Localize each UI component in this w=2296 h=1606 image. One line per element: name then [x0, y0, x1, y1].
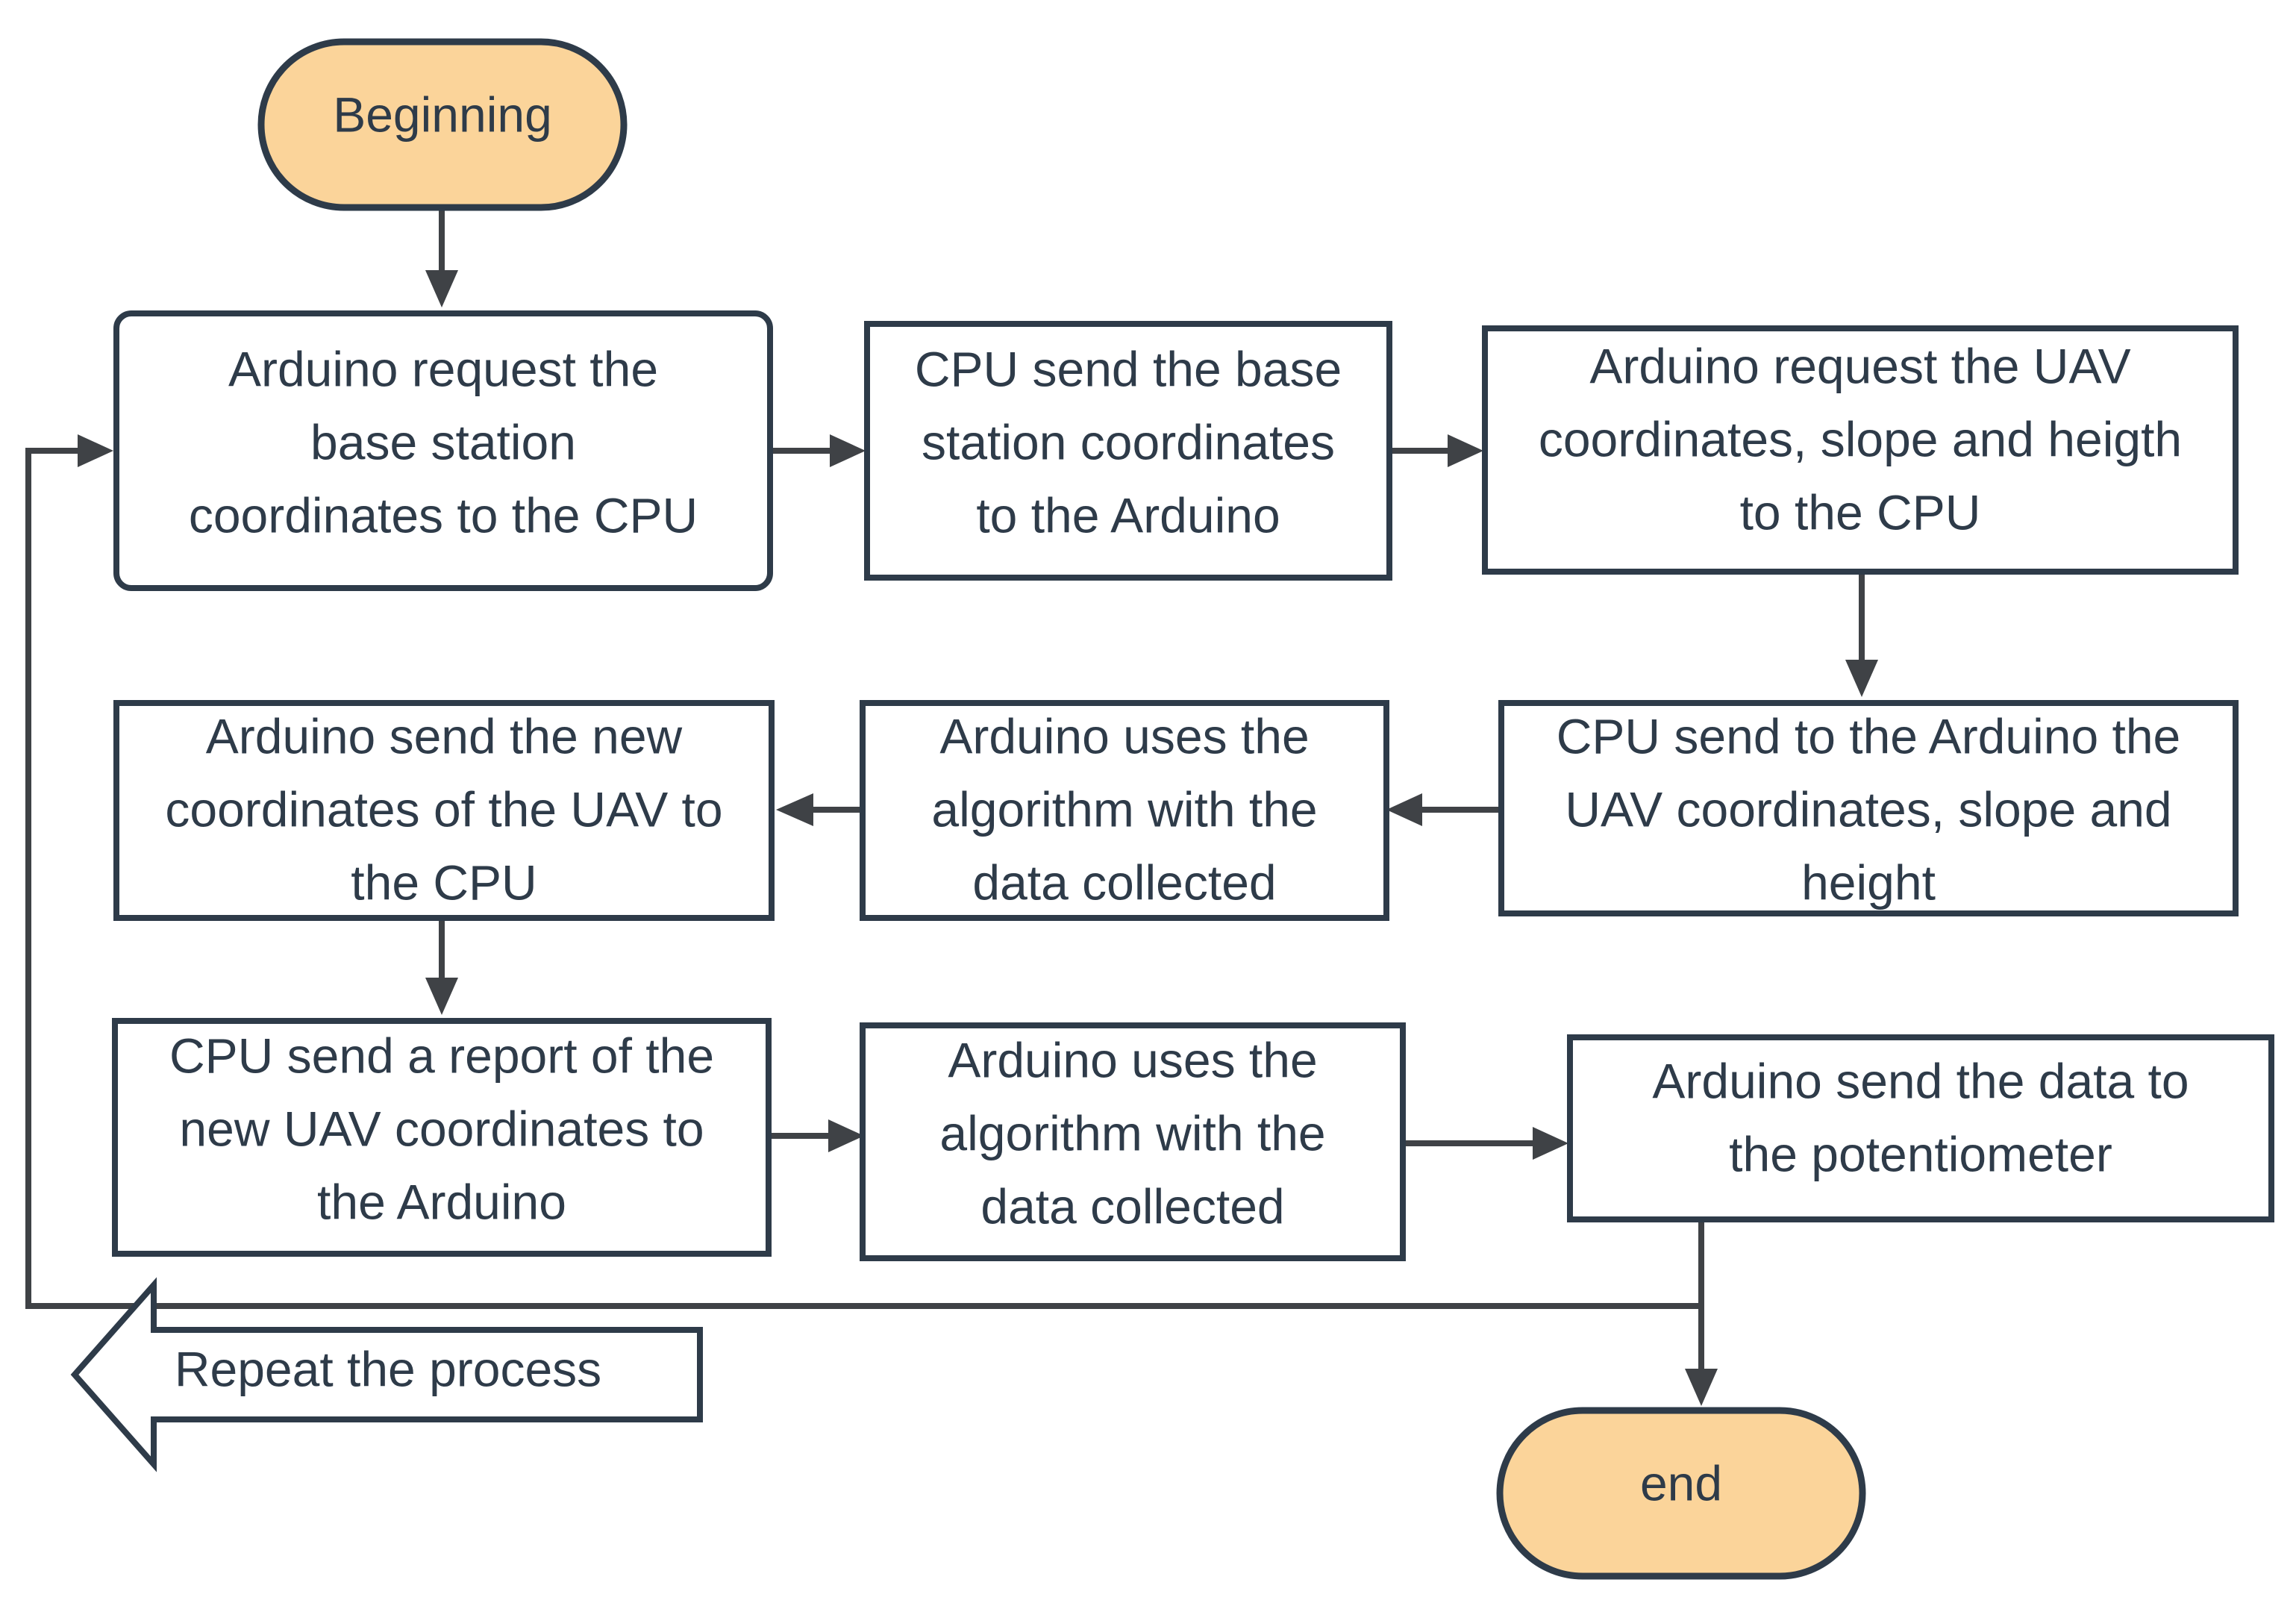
step-4-line-2: UAV coordinates, slope and — [1565, 781, 2171, 837]
step-7-box: CPU send a report of the new UAV coordin… — [112, 1018, 772, 1257]
arrowhead-left — [776, 793, 813, 826]
arrowhead-right — [830, 434, 866, 467]
step-7-line-3: the Arduino — [317, 1174, 566, 1229]
step-5-line-2: algorithm with the — [931, 781, 1317, 837]
step-6-line-1: Arduino send the new — [206, 708, 683, 763]
step-2-line-2: station coordinates — [922, 414, 1335, 469]
step-4-box: CPU send to the Arduino the UAV coordina… — [1498, 700, 2239, 916]
arrowhead-down — [1685, 1369, 1718, 1406]
repeat-arrow-shape — [70, 1277, 703, 1472]
step-1-box: Arduino request the base station coordin… — [113, 310, 773, 591]
step-9-box: Arduino send the data to the potentiomet… — [1567, 1034, 2274, 1222]
start-label: Beginning — [333, 87, 552, 142]
connector-repeat-loop — [25, 448, 1701, 1309]
end-terminal: end — [1496, 1407, 1866, 1580]
step-8-line-3: data collected — [980, 1178, 1284, 1234]
step-1-line-1: Arduino request the — [228, 341, 658, 396]
step-3-box: Arduino request the UAV coordinates, slo… — [1482, 325, 2239, 575]
step-1-line-2: base station — [310, 414, 576, 469]
step-3-line-1: Arduino request the UAV — [1589, 338, 2130, 393]
step-9-line-1: Arduino send the data to — [1652, 1053, 2189, 1108]
arrowhead-right — [828, 1119, 864, 1152]
step-2-line-3: to the Arduino — [976, 487, 1280, 543]
arrowhead-right — [1448, 434, 1483, 467]
connectors — [25, 210, 1878, 1406]
step-5-line-3: data collected — [972, 854, 1276, 910]
arrowhead-left — [1386, 793, 1422, 826]
step-4-line-1: CPU send to the Arduino the — [1557, 708, 2181, 763]
step-5-line-1: Arduino uses the — [939, 708, 1309, 763]
step-1-line-3: coordinates to the CPU — [189, 487, 698, 543]
step-4-line-3: height — [1801, 854, 1936, 910]
arrowhead-right — [78, 434, 113, 467]
step-6-line-3: the CPU — [351, 854, 537, 910]
step-7-line-2: new UAV coordinates to — [179, 1101, 704, 1156]
step-6-box: Arduino send the new coordinates of the … — [113, 700, 775, 921]
arrowhead-right — [1533, 1127, 1568, 1160]
arrowhead-down — [425, 270, 458, 307]
start-terminal: Beginning — [257, 38, 628, 211]
step-9-line-2: the potentiometer — [1729, 1126, 2112, 1181]
repeat-arrow: Repeat the process — [70, 1277, 703, 1472]
step-3-line-2: coordinates, slope and heigth — [1539, 411, 2182, 466]
step-2-box: CPU send the base station coordinates to… — [864, 321, 1392, 581]
step-7-line-1: CPU send a report of the — [169, 1028, 714, 1083]
repeat-label: Repeat the process — [175, 1341, 601, 1396]
end-label: end — [1640, 1455, 1722, 1510]
step-8-box: Arduino uses the algorithm with the data… — [860, 1022, 1406, 1261]
step-8-line-2: algorithm with the — [939, 1105, 1325, 1160]
arrowhead-down — [425, 978, 458, 1015]
step-6-line-2: coordinates of the UAV to — [165, 781, 722, 837]
step-2-line-1: CPU send the base — [915, 341, 1342, 396]
step-3-line-3: to the CPU — [1740, 484, 1981, 540]
arrowhead-down — [1845, 660, 1878, 697]
step-5-box: Arduino uses the algorithm with the data… — [860, 700, 1389, 921]
step-8-line-1: Arduino uses the — [948, 1032, 1317, 1087]
